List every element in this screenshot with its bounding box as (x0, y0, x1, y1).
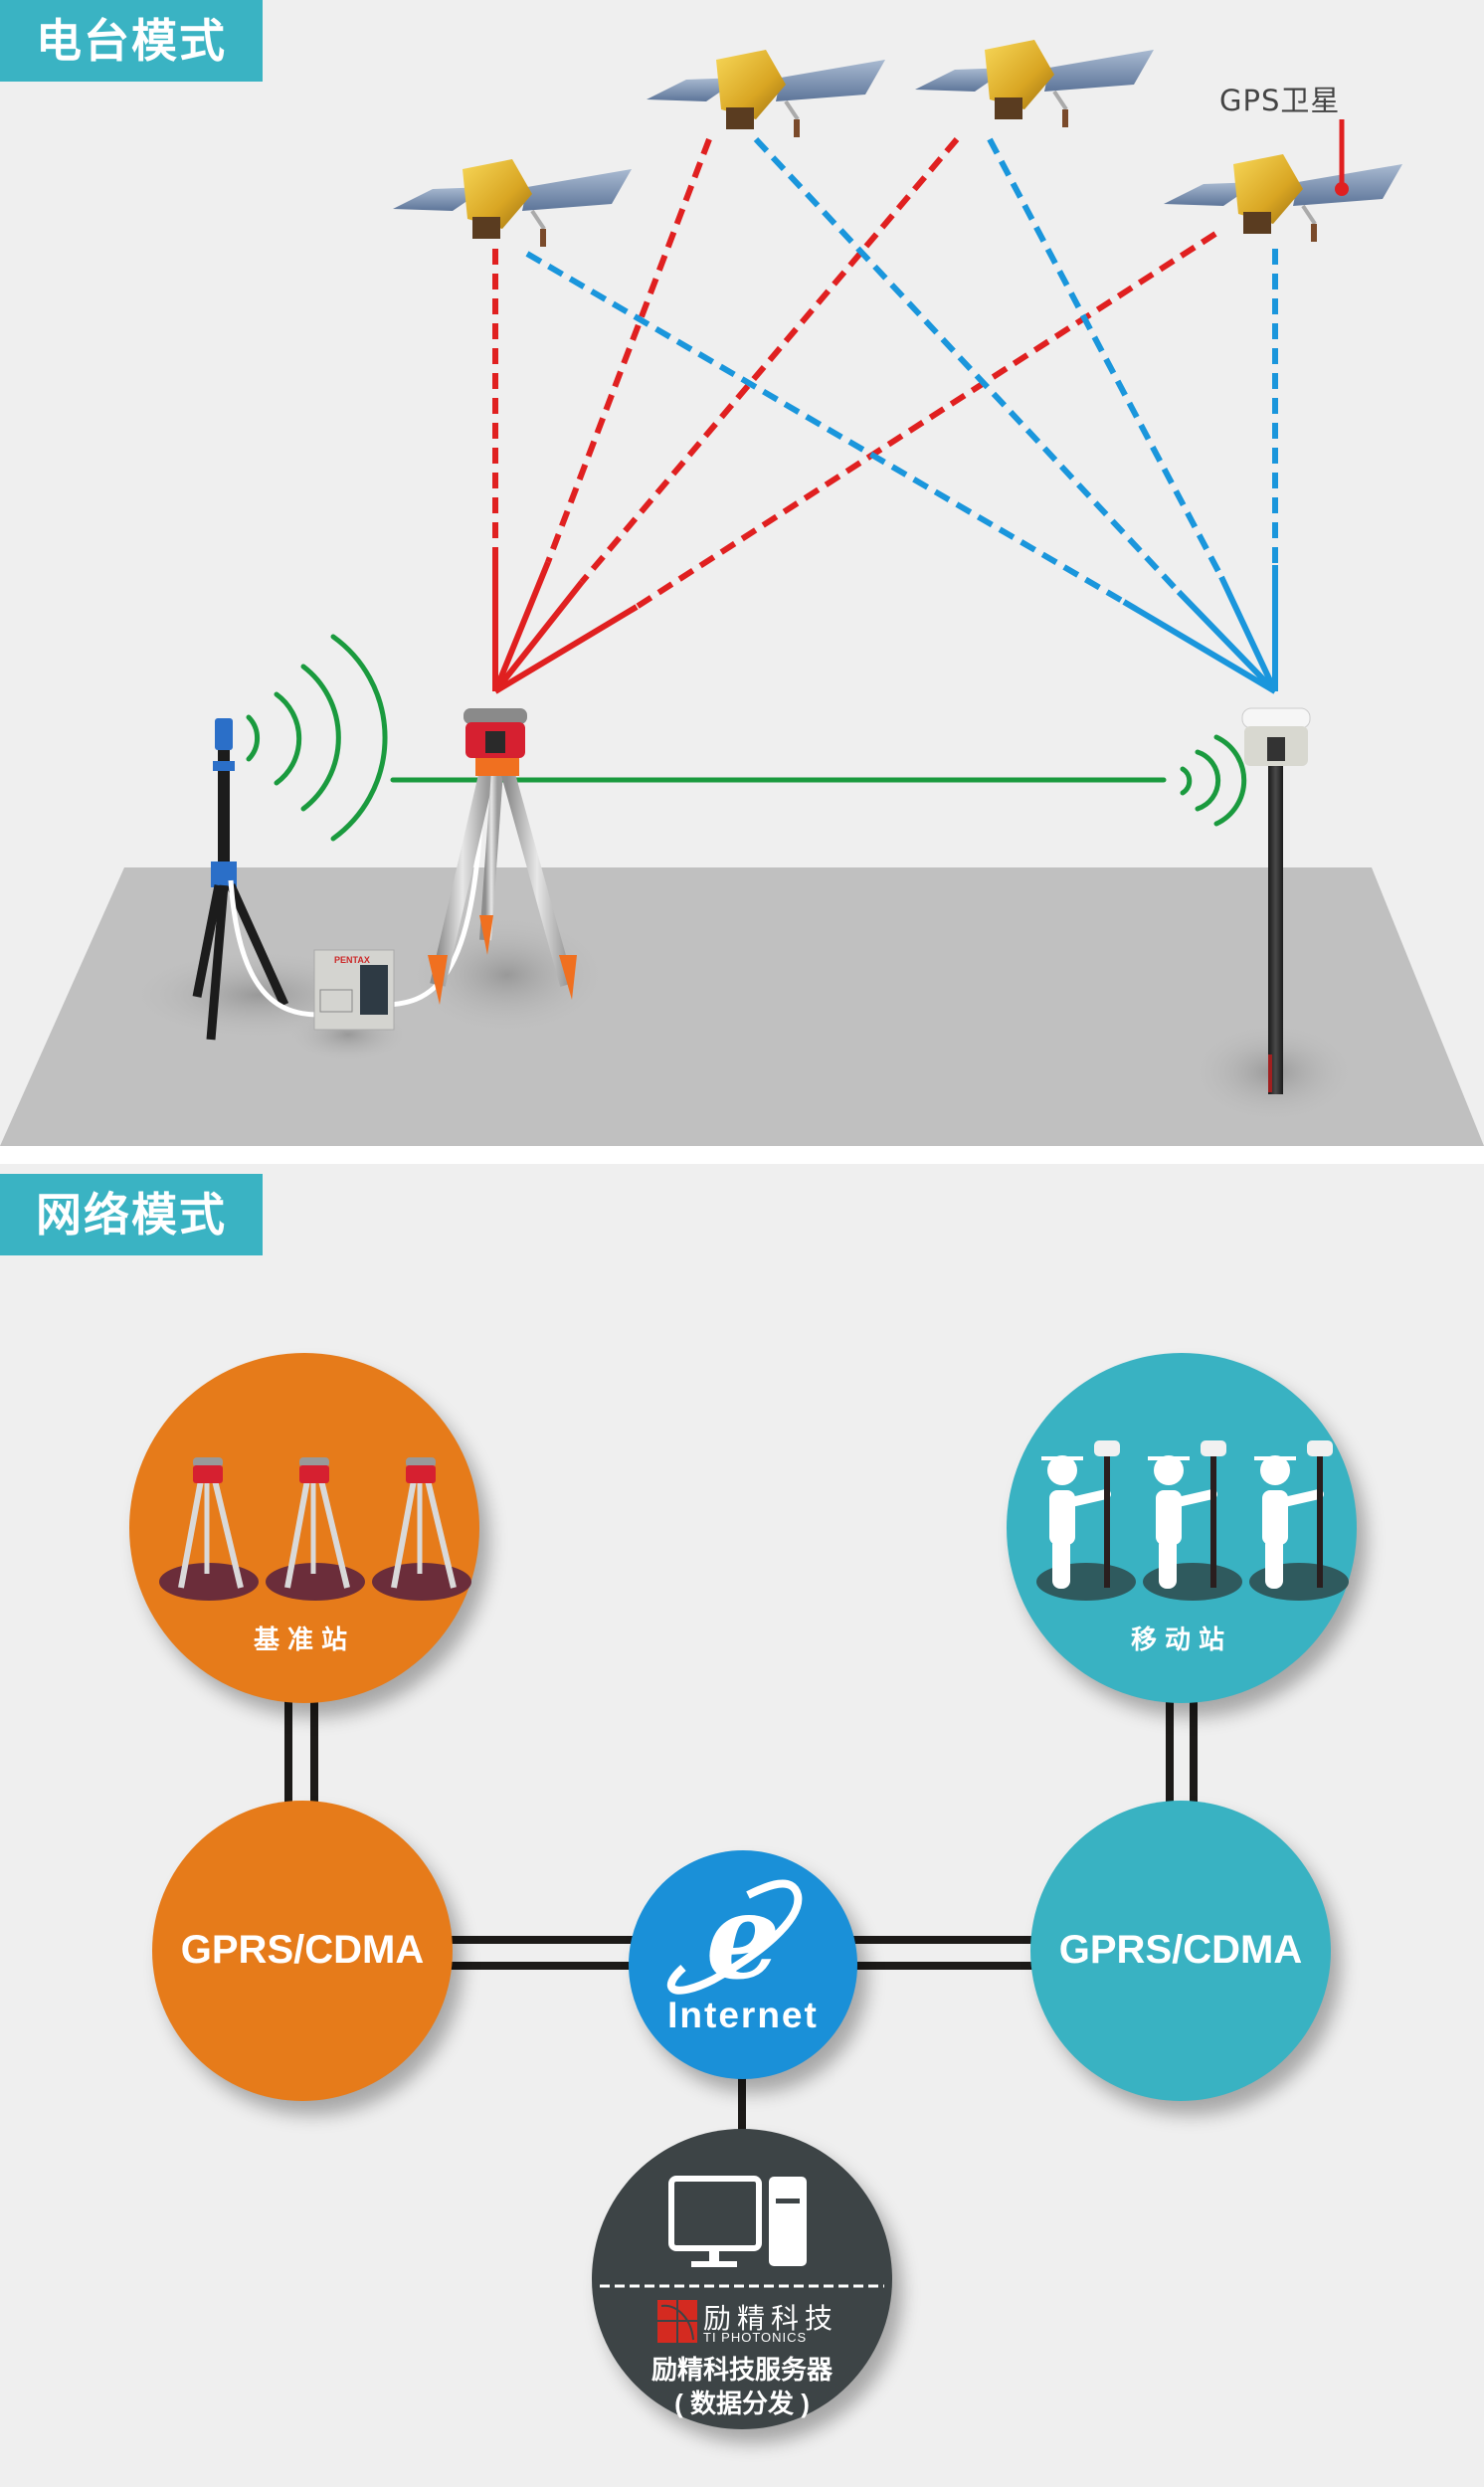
base-gprs-label: GPRS/CDMA (180, 1928, 425, 1972)
gps-label-pointer-dot (1335, 182, 1349, 196)
rover-signal-line-2-solid (1176, 589, 1278, 694)
internet-e-icon: e (666, 1867, 803, 2006)
radio-box: PENTAX (313, 949, 395, 1031)
base-signal-line-4-solid (493, 604, 639, 694)
base-signal-line-2-solid (492, 560, 551, 693)
radio-wave-icon (1195, 749, 1221, 812)
rover-signal-line-2 (753, 136, 1182, 595)
base-station-tripods-icon (159, 1457, 471, 1601)
server-brand-cn: 励精科技 (703, 2303, 839, 2334)
worker-icon (1143, 1440, 1242, 1601)
rover-signal-line-1-solid (1122, 599, 1277, 694)
radio-brand-label: PENTAX (334, 955, 370, 965)
server-brand-en: TI PHOTONICS (703, 2330, 808, 2345)
radio-wave-icon (246, 714, 261, 762)
radio-mode-section: PENTAX 电台模式 GPS卫星 (0, 0, 1484, 1146)
rover-gprs-label: GPRS/CDMA (1058, 1928, 1303, 1972)
network-mode-section: 网络模式 (0, 1164, 1484, 2487)
rover-signal-line-1 (525, 251, 1126, 605)
rover-receiver (1241, 707, 1311, 766)
base-signal-line-4 (635, 231, 1217, 610)
worker-icon (1036, 1440, 1136, 1601)
ti-photonics-logo-icon (657, 2300, 697, 2343)
rover-signal-line-3 (987, 137, 1224, 579)
rover-pole (1268, 766, 1283, 1094)
server-node: 励精科技 TI PHOTONICS 励精科技服务器 ( 数据分发 ) (592, 2129, 892, 2429)
network-connectors (284, 1696, 1198, 2139)
base-signal-line-3 (579, 137, 960, 584)
ground-plane (0, 867, 1484, 1146)
cable (228, 879, 319, 1018)
radio-wave-icon (1180, 766, 1193, 796)
server-label: 励精科技服务器 (650, 2355, 833, 2385)
base-signal-lines (492, 137, 1217, 694)
base-station-node: 基准站 (129, 1353, 479, 1703)
gps-satellite-label: GPS卫星 (1219, 84, 1341, 117)
section-divider (0, 1146, 1484, 1164)
tripod-icon (159, 1457, 259, 1601)
rover-station-label: 移动站 (1130, 1625, 1232, 1654)
base-signal-line-3-solid (492, 580, 585, 693)
rover-signal-line-3-solid (1218, 575, 1278, 693)
cable (382, 775, 485, 1008)
base-tripod (428, 756, 577, 1005)
satellite-icon (1164, 154, 1402, 242)
internet-node: e Internet (629, 1850, 857, 2079)
base-receiver (464, 708, 527, 758)
satellite-icon (647, 50, 885, 137)
radio-wave-icon (300, 664, 341, 812)
tripod-icon (372, 1457, 471, 1601)
radio-mode-tag: 电台模式 (0, 0, 263, 82)
server-sublabel: ( 数据分发 ) (674, 2389, 810, 2418)
radio-link (246, 634, 1247, 842)
worker-icon (1249, 1440, 1349, 1601)
rover-gprs-node: GPRS/CDMA (1030, 1801, 1331, 2101)
rover-signal-lines (525, 136, 1278, 694)
satellite-icon (915, 40, 1154, 127)
rover-station-node: 移动站 (1007, 1353, 1357, 1703)
base-gprs-node: GPRS/CDMA (152, 1801, 453, 2101)
base-signal-line-2 (545, 137, 712, 564)
tripod-icon (266, 1457, 365, 1601)
radio-wave-icon (1213, 734, 1247, 827)
radio-mode-scene: PENTAX (0, 40, 1484, 1146)
network-mode-tag: 网络模式 (0, 1174, 263, 1255)
satellite-icon (393, 159, 632, 247)
radio-wave-icon (274, 691, 302, 786)
computer-icon (600, 2176, 884, 2343)
rover-station-workers-icon (1036, 1440, 1349, 1601)
radio-wave-icon (330, 634, 388, 842)
radio-antenna-tripod (192, 718, 289, 1041)
base-station-label: 基准站 (253, 1625, 355, 1654)
internet-label: Internet (667, 1995, 819, 2035)
